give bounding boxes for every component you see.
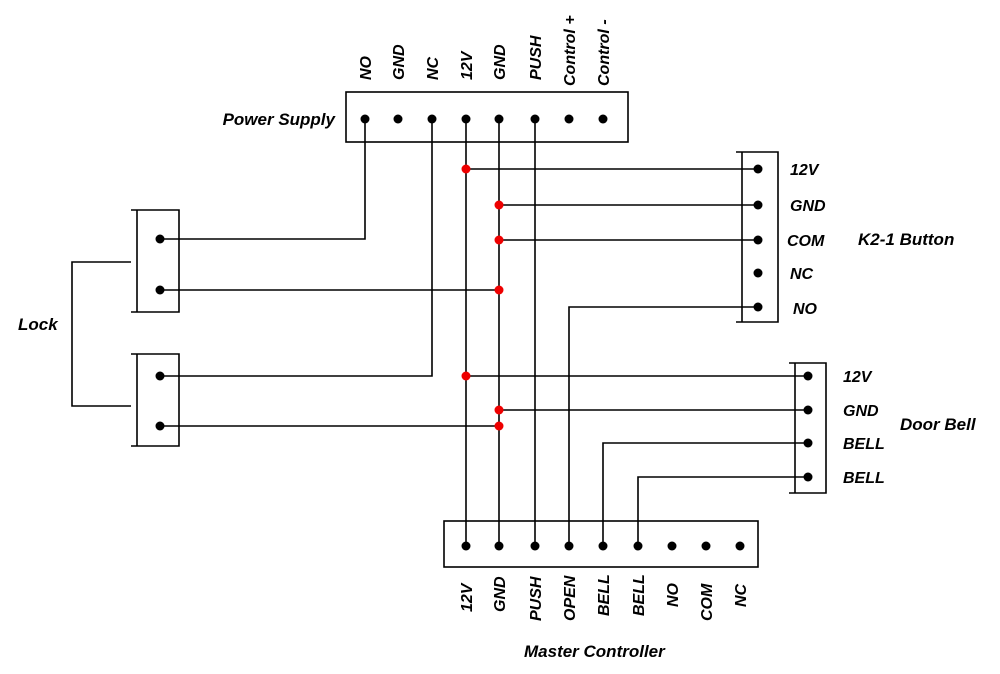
power-supply-box bbox=[345, 91, 629, 143]
terminal-dot bbox=[360, 114, 370, 124]
k2-pin-label: COM bbox=[787, 233, 825, 250]
k2-pin-label: NC bbox=[790, 266, 814, 283]
terminal-dot bbox=[530, 114, 540, 124]
master-controller-title: Master Controller bbox=[524, 642, 666, 661]
ps-pin-label: Control - bbox=[596, 19, 613, 86]
ps-pin-label: 12V bbox=[459, 50, 476, 80]
door-bell-title: Door Bell bbox=[900, 415, 977, 434]
k2-button-box bbox=[736, 151, 779, 323]
terminal-dot bbox=[461, 114, 471, 124]
terminal-dot bbox=[753, 268, 763, 278]
terminal-dot bbox=[427, 114, 437, 124]
master-controller-terminals bbox=[461, 541, 745, 551]
mc-pin-label: OPEN bbox=[562, 575, 579, 621]
terminal-dot bbox=[753, 235, 763, 245]
terminal-dot bbox=[803, 371, 813, 381]
terminal-dot bbox=[564, 114, 574, 124]
bell-pin-label: GND bbox=[843, 403, 879, 420]
terminal-dot bbox=[564, 541, 574, 551]
terminal-dot bbox=[753, 302, 763, 312]
power-supply-title: Power Supply bbox=[223, 110, 337, 129]
k2-button-title: K2-1 Button bbox=[858, 230, 954, 249]
k2-pin-label: 12V bbox=[790, 162, 820, 179]
terminal-dot bbox=[803, 438, 813, 448]
ps-pin-label: NC bbox=[425, 56, 442, 80]
k2-pin-label: NO bbox=[793, 301, 818, 318]
terminal-dot bbox=[155, 285, 165, 295]
mc-pin-label: NO bbox=[665, 582, 682, 607]
bell-pin-label: BELL bbox=[843, 470, 885, 487]
junctions bbox=[461, 164, 504, 431]
wire-k2-no-open bbox=[568, 306, 758, 546]
ps-pin-label: NO bbox=[358, 55, 375, 80]
ps-pin-label: GND bbox=[391, 44, 408, 80]
master-controller-box bbox=[443, 520, 759, 568]
terminal-dot bbox=[701, 541, 711, 551]
terminal-dot bbox=[155, 234, 165, 244]
k2-button-terminals bbox=[753, 164, 763, 312]
terminal-dot bbox=[753, 164, 763, 174]
terminal-dot bbox=[155, 371, 165, 381]
mc-pin-label: COM bbox=[699, 583, 716, 621]
mc-pin-label: PUSH bbox=[528, 576, 545, 621]
terminal-dot bbox=[735, 541, 745, 551]
junction-dot bbox=[494, 200, 504, 210]
wire-bell-2 bbox=[637, 476, 808, 546]
terminal-dot bbox=[633, 541, 643, 551]
mc-pin-label: NC bbox=[733, 583, 750, 607]
junction-dot bbox=[494, 285, 504, 295]
wire-ps-no-lock bbox=[160, 119, 366, 240]
terminal-dot bbox=[803, 405, 813, 415]
junction-dot bbox=[494, 235, 504, 245]
k2-pin-label: GND bbox=[790, 198, 826, 215]
mc-pin-label: BELL bbox=[631, 574, 648, 616]
wire-ps-nc-lock bbox=[160, 119, 433, 377]
terminal-dot bbox=[803, 472, 813, 482]
ps-pin-label: GND bbox=[492, 44, 509, 80]
terminal-dot bbox=[667, 541, 677, 551]
ps-pin-label: PUSH bbox=[528, 35, 545, 80]
mc-pin-label: 12V bbox=[459, 582, 476, 612]
mc-pin-label: BELL bbox=[596, 574, 613, 616]
terminal-dot bbox=[393, 114, 403, 124]
bell-pin-label: 12V bbox=[843, 369, 873, 386]
lock-title: Lock bbox=[18, 315, 59, 334]
lock-box-bottom bbox=[131, 353, 180, 447]
mc-pin-label: GND bbox=[492, 576, 509, 612]
terminal-dot bbox=[494, 114, 504, 124]
lock-terminals bbox=[155, 234, 165, 431]
lock-bracket bbox=[71, 261, 131, 407]
terminal-dot bbox=[530, 541, 540, 551]
terminal-dot bbox=[461, 541, 471, 551]
ps-pin-label: Control + bbox=[562, 15, 579, 86]
junction-dot bbox=[461, 371, 471, 381]
terminal-dot bbox=[598, 114, 608, 124]
lock-box-top bbox=[131, 209, 180, 313]
terminal-dot bbox=[494, 541, 504, 551]
door-bell-box bbox=[789, 362, 827, 494]
power-supply-terminals bbox=[360, 114, 608, 124]
terminal-dot bbox=[753, 200, 763, 210]
junction-dot bbox=[494, 421, 504, 431]
terminal-dot bbox=[598, 541, 608, 551]
wire-bell-1 bbox=[602, 442, 808, 546]
junction-dot bbox=[461, 164, 471, 174]
bell-pin-label: BELL bbox=[843, 436, 885, 453]
junction-dot bbox=[494, 405, 504, 415]
door-bell-terminals bbox=[803, 371, 813, 482]
terminal-dot bbox=[155, 421, 165, 431]
